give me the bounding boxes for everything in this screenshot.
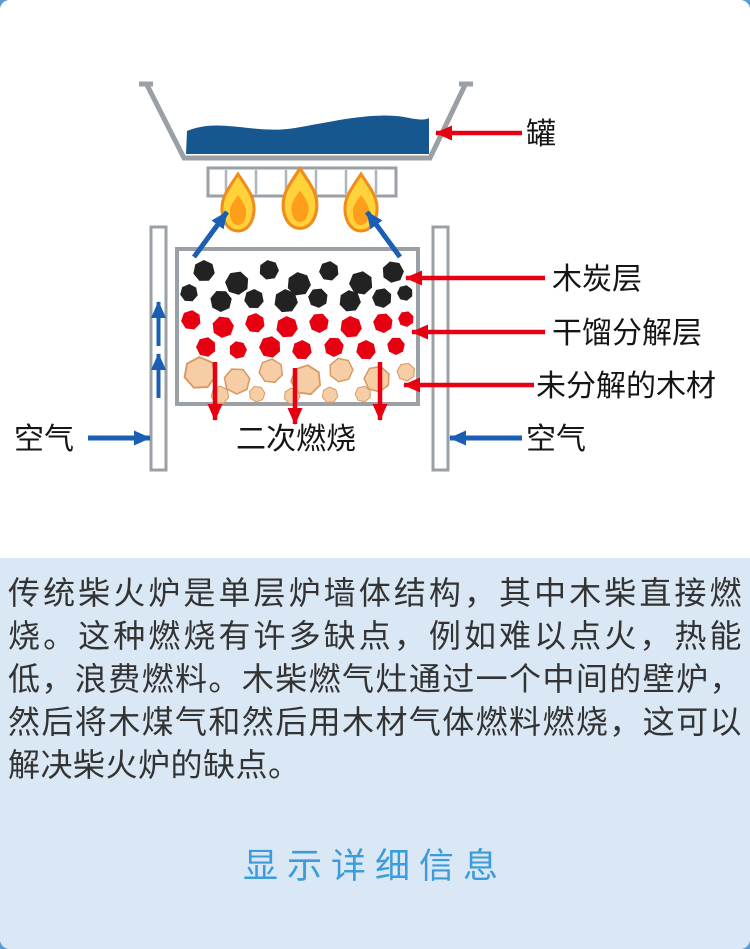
stove-walls	[149, 225, 450, 472]
air-right-label: 空气	[526, 423, 586, 456]
secondary-combustion-label: 二次燃烧	[236, 423, 356, 456]
show-details-link[interactable]: 显示详细信息	[242, 847, 507, 887]
flame-air-arrow-left	[191, 210, 230, 259]
red-arrows	[207, 125, 545, 425]
description-text: 传统柴火炉是单层炉墙体结构，其中木柴直接燃烧。这种燃烧有许多缺点，例如难以点火，…	[8, 575, 742, 783]
stove-diagram-svg: 罐 木炭层 干馏分解层 未分解的木材 空气 二次燃烧 空气	[14, 81, 716, 472]
charcoal-layer-label: 木炭层	[552, 263, 642, 296]
stove-diagram: 罐 木炭层 干馏分解层 未分解的木材 空气 二次燃烧 空气	[14, 81, 716, 472]
pot	[139, 81, 473, 161]
pot-label: 罐	[526, 118, 556, 151]
description-panel: 传统柴火炉是单层炉墙体结构，其中木柴直接燃烧。这种燃烧有许多缺点，例如难以点火，…	[0, 558, 750, 949]
pyrolysis-layer-label: 干馏分解层	[552, 317, 702, 350]
raw-wood-label: 未分解的木材	[536, 370, 716, 403]
air-left-label: 空气	[14, 423, 74, 456]
blue-arrows	[88, 210, 522, 446]
diagram-labels: 罐 木炭层 干馏分解层 未分解的木材 空气 二次燃烧 空气	[14, 118, 716, 456]
flame-air-arrow-right	[364, 210, 403, 259]
pot-liquid	[186, 115, 429, 154]
